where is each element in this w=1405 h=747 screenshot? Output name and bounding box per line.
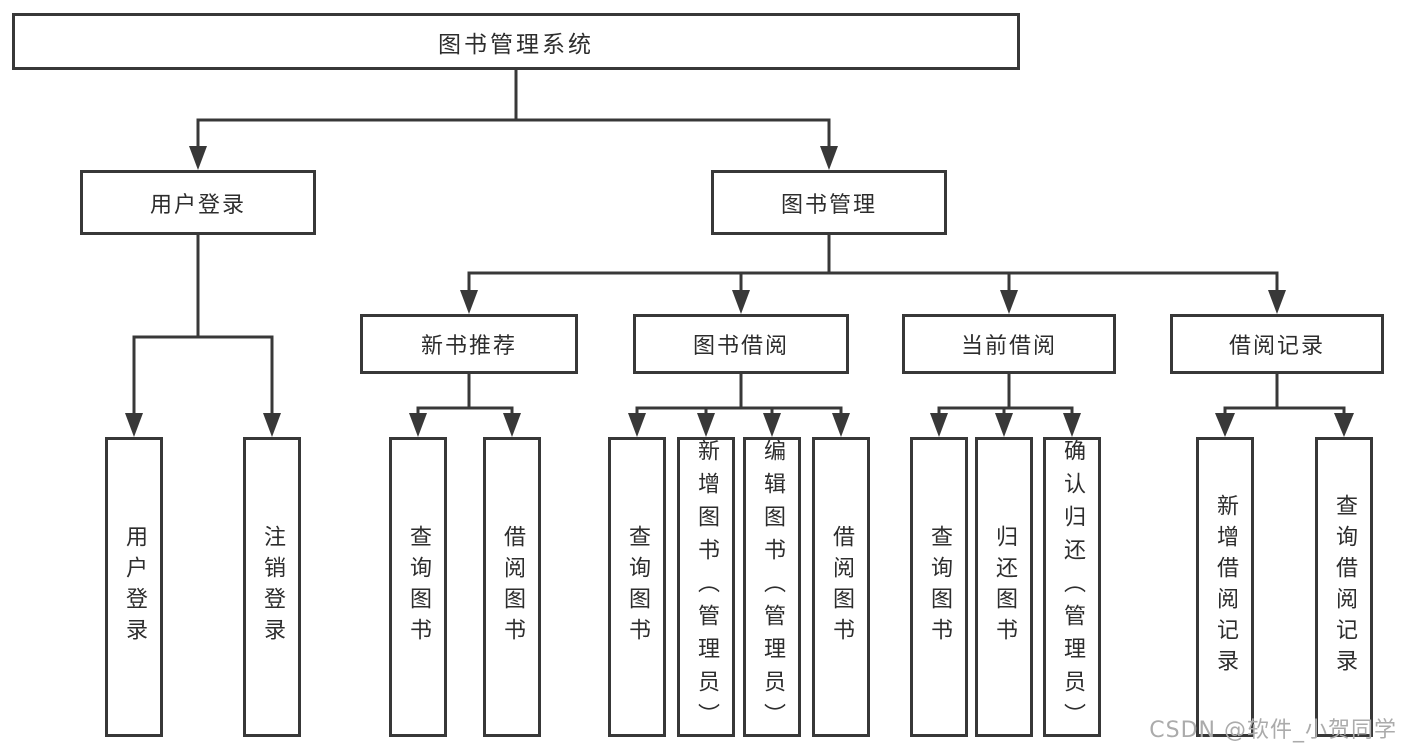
leaf-user-login-label: 用户登录: [122, 525, 147, 649]
leaf-borrow-query-books-label: 查询图书: [625, 525, 650, 649]
node-root: 图书管理系统: [12, 13, 1020, 70]
leaf-current-confirm-return-admin: 确认归还（管理员）: [1043, 437, 1101, 737]
leaf-current-return-books: 归还图书: [975, 437, 1033, 737]
leaf-logout: 注销登录: [243, 437, 301, 737]
leaf-newbook-query-books: 查询图书: [389, 437, 447, 737]
node-book-borrowing-label: 图书借阅: [692, 334, 789, 359]
leaf-current-query-books-label: 查询图书: [927, 525, 952, 649]
csdn-watermark: CSDN @软件_小贺同学: [1149, 718, 1397, 743]
leaf-current-return-books-label: 归还图书: [992, 525, 1017, 649]
node-current-borrowing: 当前借阅: [902, 314, 1116, 374]
leaf-newbook-borrow-books: 借阅图书: [483, 437, 541, 737]
leaf-logout-label: 注销登录: [260, 525, 285, 649]
leaf-newbook-borrow-books-label: 借阅图书: [500, 525, 525, 649]
arrowheads: [125, 146, 1354, 437]
leaf-current-confirm-return-admin-label: 确认归还（管理员）: [1060, 438, 1085, 736]
node-root-label: 图书管理系统: [438, 31, 594, 58]
leaf-records-query-record-label: 查询借阅记录: [1332, 494, 1357, 680]
leaf-user-login: 用户登录: [105, 437, 163, 737]
leaf-borrow-add-books-admin-label: 新增图书（管理员）: [694, 438, 719, 736]
leaf-borrow-add-books-admin: 新增图书（管理员）: [677, 437, 735, 737]
leaf-records-query-record: 查询借阅记录: [1315, 437, 1373, 737]
node-book-management-label: 图书管理: [780, 192, 877, 218]
node-user-login: 用户登录: [80, 170, 316, 235]
leaf-newbook-query-books-label: 查询图书: [406, 525, 431, 649]
node-user-login-label: 用户登录: [149, 192, 246, 218]
node-current-borrowing-label: 当前借阅: [960, 334, 1057, 359]
node-new-book-recommendation: 新书推荐: [360, 314, 578, 374]
leaf-borrow-borrow-books: 借阅图书: [812, 437, 870, 737]
node-borrowing-records-label: 借阅记录: [1228, 334, 1325, 359]
leaf-borrow-query-books: 查询图书: [608, 437, 666, 737]
leaf-borrow-edit-books-admin: 编辑图书（管理员）: [743, 437, 801, 737]
leaf-current-query-books: 查询图书: [910, 437, 968, 737]
node-borrowing-records: 借阅记录: [1170, 314, 1384, 374]
node-book-management: 图书管理: [711, 170, 947, 235]
leaf-borrow-borrow-books-label: 借阅图书: [829, 525, 854, 649]
leaf-borrow-edit-books-admin-label: 编辑图书（管理员）: [760, 438, 785, 736]
node-book-borrowing: 图书借阅: [633, 314, 849, 374]
node-new-book-recommendation-label: 新书推荐: [420, 334, 517, 359]
leaf-records-add-record-label: 新增借阅记录: [1213, 494, 1238, 680]
leaf-records-add-record: 新增借阅记录: [1196, 437, 1254, 737]
